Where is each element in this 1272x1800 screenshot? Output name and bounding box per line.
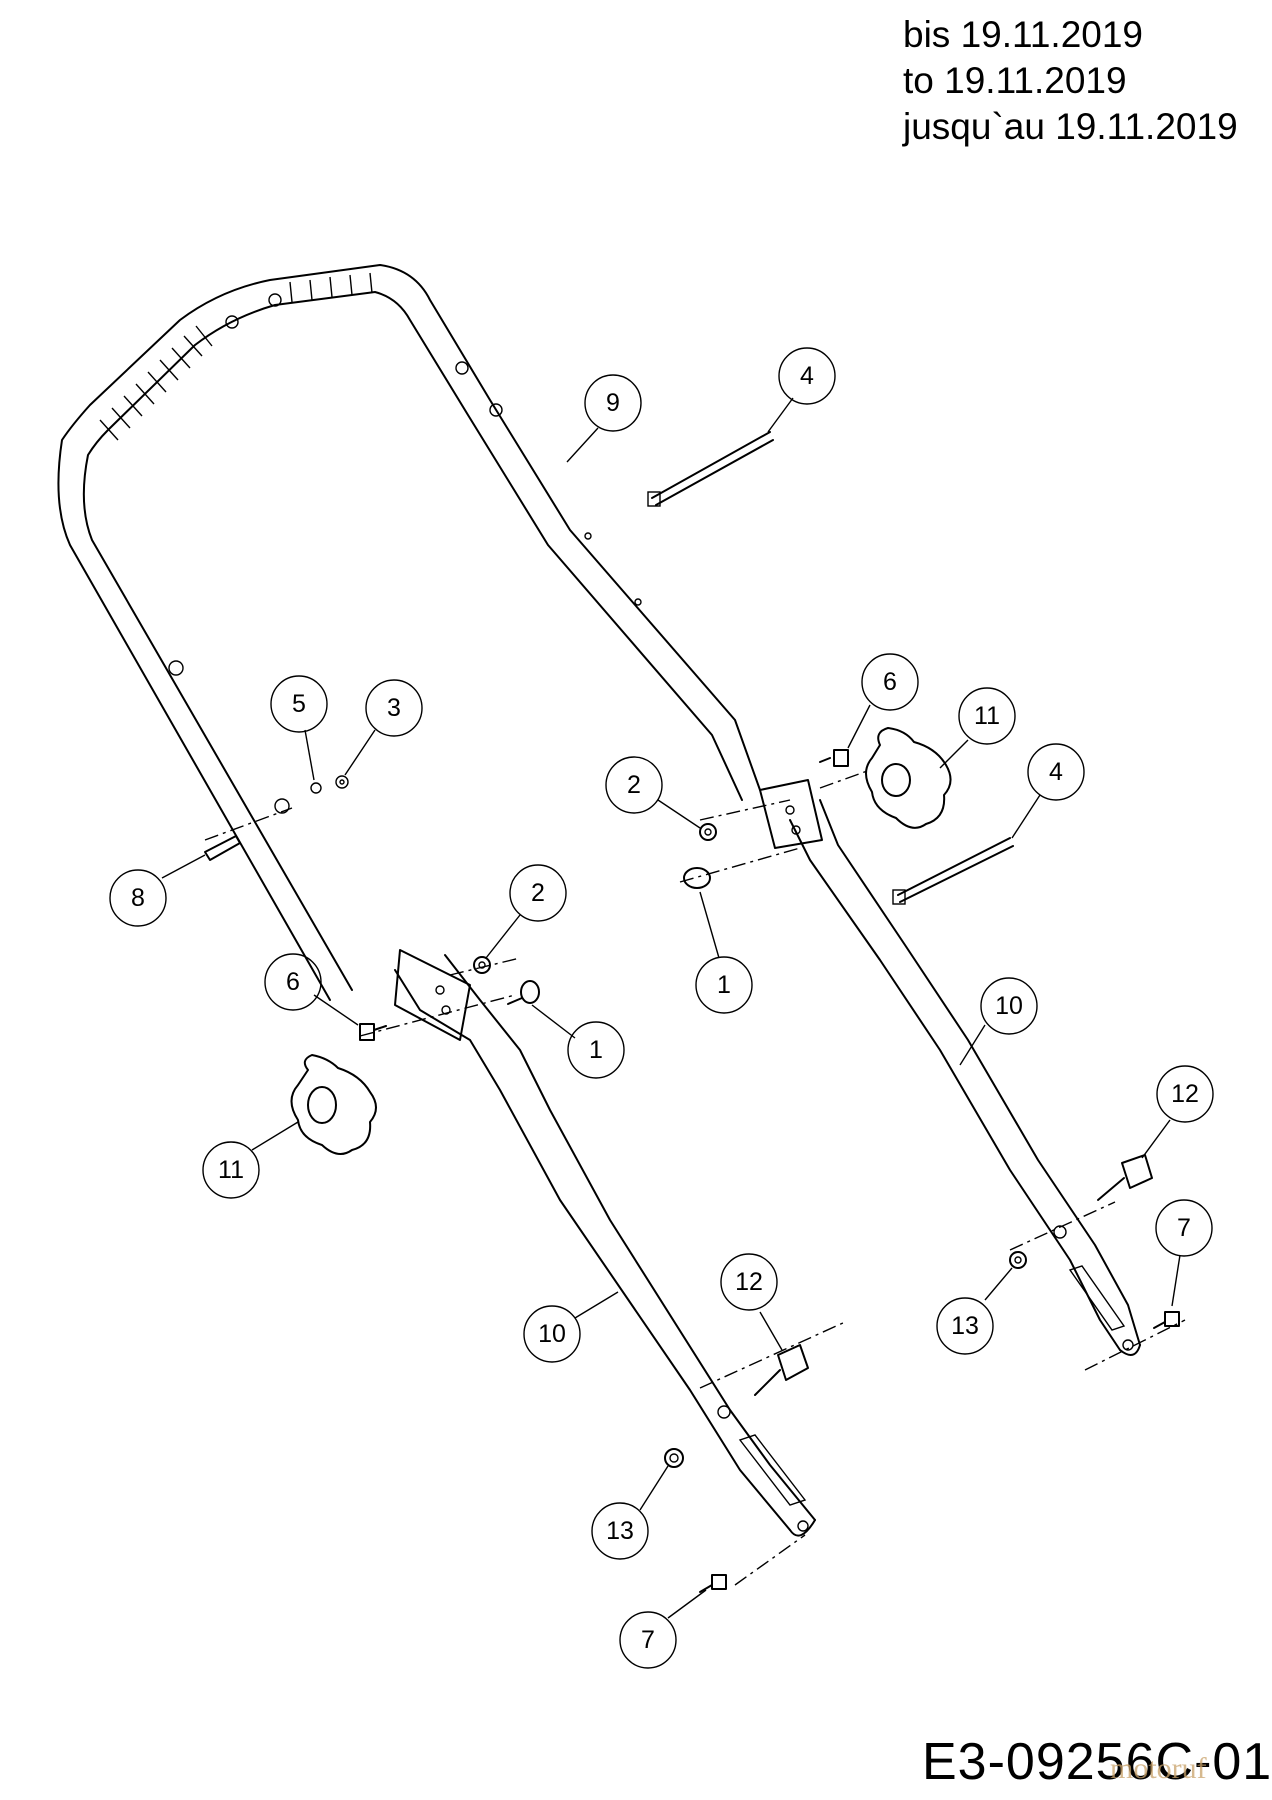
star-knob-11-right [865, 727, 952, 829]
callout-10-right: 10 [959, 977, 1038, 1066]
svg-text:7: 7 [641, 1626, 655, 1654]
svg-text:11: 11 [974, 702, 1000, 730]
svg-text:12: 12 [1171, 1080, 1199, 1108]
cable-tie-lower [892, 837, 1014, 905]
bolt-6-left [359, 1023, 387, 1041]
bolt-6-right [819, 749, 849, 767]
svg-text:3: 3 [387, 694, 401, 722]
nut-2-right [699, 823, 717, 841]
callout-9: 9 [566, 374, 642, 463]
watermark-logo: motoruf [1110, 1752, 1207, 1785]
svg-text:10: 10 [995, 992, 1023, 1020]
callout-10-left: 10 [523, 1291, 619, 1363]
svg-text:2: 2 [627, 771, 641, 799]
validity-line-de: bis 19.11.2019 [903, 14, 1144, 55]
quick-release-12-left [754, 1344, 809, 1396]
washer-5 [310, 782, 322, 794]
callout-2-left: 2 [485, 864, 567, 959]
svg-text:1: 1 [589, 1036, 603, 1064]
validity-line-fr: jusqu`au 19.11.2019 [903, 106, 1238, 147]
callouts: 9 4 4 5 3 8 2 [109, 347, 1214, 1669]
quick-release-12-right [1097, 1154, 1153, 1201]
screw-7-left [699, 1574, 727, 1593]
svg-text:7: 7 [1177, 1214, 1191, 1242]
svg-text:6: 6 [883, 668, 897, 696]
svg-text:4: 4 [800, 362, 814, 390]
nut-2-left [473, 956, 491, 974]
left-lower-handle [394, 949, 816, 1537]
upper-handle [57, 264, 761, 1001]
callout-13-right: 13 [936, 1267, 1013, 1355]
washer-13-right [1009, 1251, 1027, 1269]
drawing-code: E3-09256C-01 [922, 1733, 1272, 1791]
callout-12-left: 12 [720, 1253, 783, 1351]
svg-text:6: 6 [286, 968, 300, 996]
svg-text:2: 2 [531, 879, 545, 907]
callout-5: 5 [270, 675, 328, 781]
callout-6-right: 6 [847, 653, 919, 749]
callout-3: 3 [344, 679, 423, 776]
callout-12-right: 12 [1141, 1065, 1214, 1159]
svg-text:4: 4 [1049, 758, 1063, 786]
svg-text:12: 12 [735, 1268, 763, 1296]
callout-1-left: 1 [531, 1004, 625, 1079]
callout-7-left: 7 [619, 1589, 707, 1669]
svg-text:8: 8 [131, 884, 145, 912]
svg-text:13: 13 [951, 1312, 979, 1340]
svg-text:9: 9 [606, 389, 620, 417]
nut-3 [335, 775, 349, 789]
star-knob-11-left [290, 1054, 377, 1155]
svg-text:5: 5 [292, 690, 306, 718]
assembly-lines [204, 769, 1186, 1586]
cable-tie-upper [647, 431, 774, 507]
callout-7-right: 7 [1155, 1199, 1213, 1307]
carriage-bolt-1-left [507, 980, 540, 1005]
screw-7-right [1153, 1311, 1180, 1329]
callout-4-lower: 4 [1011, 743, 1085, 839]
right-lower-handle [759, 779, 1141, 1356]
callout-11-left: 11 [202, 1121, 299, 1199]
cable-clip-8 [204, 835, 241, 861]
carriage-bolt-1-right [683, 867, 711, 889]
validity-note: bis 19.11.2019 to 19.11.2019 jusqu`au 19… [903, 12, 1238, 150]
callout-4-upper: 4 [767, 347, 836, 433]
washer-13-left [664, 1448, 684, 1468]
callout-6-left: 6 [264, 953, 359, 1026]
svg-text:13: 13 [606, 1517, 634, 1545]
callout-13-left: 13 [591, 1465, 669, 1560]
svg-text:1: 1 [717, 971, 731, 999]
validity-line-en: to 19.11.2019 [903, 60, 1127, 101]
callout-1-right: 1 [695, 891, 753, 1014]
svg-text:11: 11 [218, 1156, 244, 1184]
callout-8: 8 [109, 854, 206, 927]
callout-2-right: 2 [605, 756, 701, 829]
callout-11-right: 11 [939, 687, 1016, 769]
svg-text:10: 10 [538, 1320, 566, 1348]
